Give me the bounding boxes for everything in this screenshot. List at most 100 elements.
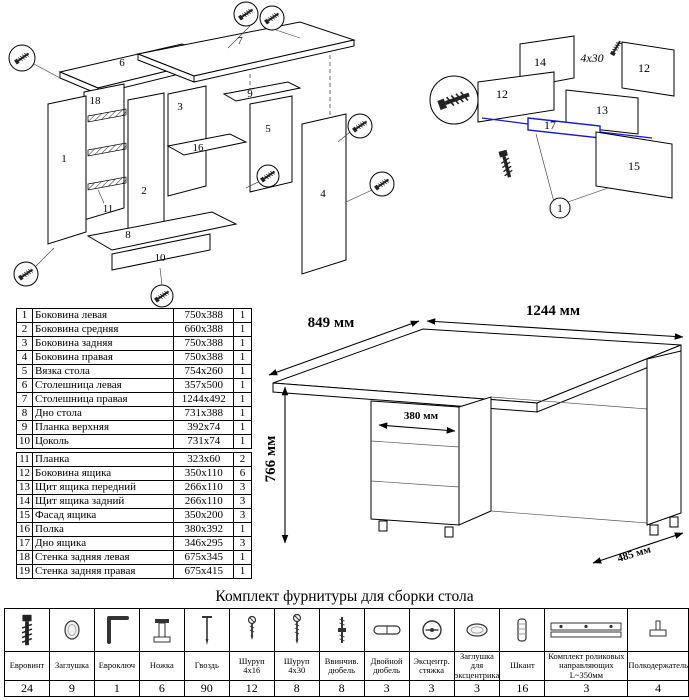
part-qty: 1	[233, 420, 252, 435]
side-panel-middle: 2	[127, 92, 165, 235]
part-name: Дно стола	[31, 406, 175, 421]
hardware-icons-row	[4, 608, 689, 652]
part-name: Боковина задняя	[31, 336, 175, 351]
part-name: Стенка задняя левая	[31, 550, 175, 565]
double-dowel-icon	[363, 608, 410, 652]
part-qty: 1	[233, 336, 252, 351]
dimension-drawing: 1244 мм 849 мм 766 мм 380 мм 485 мм	[263, 303, 684, 565]
drawer-front-shield-panel: 13	[565, 89, 639, 135]
part-name: Планка верхняя	[31, 420, 175, 435]
part-size: 750x388	[173, 350, 235, 365]
part-label: 17	[544, 118, 556, 132]
part-qty: 6	[233, 466, 252, 481]
part-label: 11	[103, 203, 114, 215]
part-label: 6	[119, 57, 125, 69]
drawer-side-panel-left: 12	[477, 71, 555, 123]
dimension-drawer-width: 380 мм	[378, 410, 456, 434]
part-name: Дно ящика	[31, 536, 175, 551]
hardware-item-name: Заглушка	[48, 650, 95, 682]
part-num: 15	[16, 508, 33, 523]
hardware-item-qty: 9	[48, 680, 95, 698]
hardware-item-name: Двойной дюбель	[363, 650, 410, 682]
desk-leg	[649, 524, 659, 536]
screw-4x16-icon	[228, 608, 275, 652]
shelf-panel: 16	[166, 133, 248, 156]
part-size: 266x110	[173, 494, 235, 509]
dimension-label: 766 мм	[263, 436, 279, 483]
cam-lock-icon	[408, 608, 455, 652]
hardware-callouts	[8, 1, 395, 308]
hardware-item-qty: 8	[318, 680, 365, 698]
desk-leg	[378, 520, 388, 532]
part-label: 18	[90, 95, 102, 107]
hardware-item-qty: 1	[93, 680, 140, 698]
part-num: 14	[16, 494, 33, 509]
part-qty: 1	[233, 322, 252, 337]
part-name: Фасад ящика	[31, 508, 175, 523]
part-num: 16	[16, 522, 33, 537]
hardware-item-qty: 6	[138, 680, 185, 698]
part-label: 8	[125, 229, 131, 241]
hardware-item-name: Евроключ	[93, 650, 140, 682]
part-name: Полка	[31, 522, 175, 537]
dimension-width-total: 1244 мм	[426, 303, 684, 340]
part-qty: 1	[233, 550, 252, 565]
part-num: 3	[16, 336, 33, 351]
part-name: Боковина правая	[31, 350, 175, 365]
hexkey-icon	[93, 608, 140, 652]
part-qty: 3	[233, 536, 252, 551]
hardware-item-qty: 12	[228, 680, 275, 698]
top-plank-panel: 9	[222, 81, 302, 102]
part-label: 13	[596, 103, 608, 117]
shelf-holder-icon	[627, 608, 689, 652]
part-num: 19	[16, 564, 33, 579]
part-label: 1	[61, 153, 67, 165]
part-size: 754x260	[173, 364, 235, 379]
tabletop-right-panel: 7	[136, 21, 356, 83]
hardware-item-qty: 3	[453, 680, 501, 698]
part-size: 660x388	[173, 322, 235, 337]
part-label: 12	[496, 87, 508, 101]
part-name: Столешница правая	[31, 392, 175, 407]
part-label: 16	[193, 142, 205, 154]
hardware-item-name: Ножка	[138, 650, 185, 682]
part-num: 2	[16, 322, 33, 337]
part-size: 392x74	[173, 420, 235, 435]
part-label: 4	[320, 188, 326, 200]
part-qty: 1	[233, 434, 252, 449]
drawer-side-panel-right: 12	[621, 41, 675, 97]
part-qty: 3	[233, 494, 252, 509]
plinth-panel: 10	[111, 233, 211, 271]
part-size: 357x500	[173, 378, 235, 393]
nail-icon	[183, 608, 230, 652]
part-size: 350x200	[173, 508, 235, 523]
dimension-label: 1244 мм	[526, 303, 580, 319]
part-num: 11	[16, 452, 33, 467]
part-size: 1244x492	[173, 392, 235, 407]
back-panel-middle: 3	[167, 85, 207, 197]
part-name: Щит ящика передний	[31, 480, 175, 495]
desk-leg	[444, 526, 454, 538]
hardware-item-qty: 24	[4, 680, 50, 698]
hardware-item-name: Заглушка для эксцентрика	[453, 650, 501, 682]
part-label: 2	[141, 185, 147, 197]
part-num: 4	[16, 350, 33, 365]
part-qty: 3	[233, 480, 252, 495]
part-qty: 1	[233, 308, 252, 323]
screw-size-label: 4x30	[580, 51, 603, 65]
part-name: Цоколь	[31, 434, 175, 449]
